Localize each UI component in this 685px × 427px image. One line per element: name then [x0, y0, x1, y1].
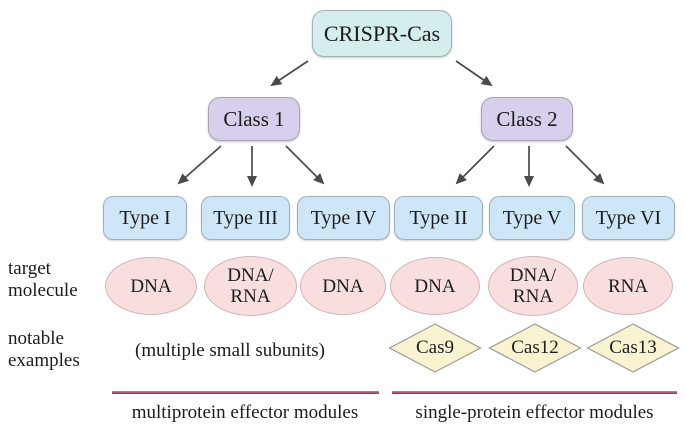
diamond-shape-icon	[388, 323, 482, 373]
diamond-cas12: Cas12	[488, 323, 582, 373]
arrow-class2-to-type6	[565, 145, 605, 185]
arrow-class1-to-type1	[177, 145, 222, 185]
node-class-1: Class 1	[208, 97, 300, 141]
node-type-ii: Type II	[394, 196, 483, 240]
diamond-cas13: Cas13	[586, 323, 680, 373]
underline-single-protein-group	[392, 391, 677, 394]
node-type-vi: Type VI	[582, 196, 675, 240]
node-type-iv-label: Type IV	[310, 206, 377, 229]
row-label-notable-examples: notable examples	[8, 328, 80, 371]
arrow-class1-to-type4	[285, 145, 325, 185]
group-label-multiprotein: multiprotein effector modules	[131, 402, 359, 423]
node-class-2-label: Class 2	[496, 106, 558, 131]
row-label-target-molecule: target molecule	[8, 258, 78, 301]
node-type-i-label: Type I	[119, 206, 171, 229]
ellipse-target-type-iv: DNA	[300, 257, 386, 315]
node-type-iii-label: Type III	[213, 206, 278, 229]
underline-multiprotein-group	[112, 391, 379, 394]
example-label-cas13: Cas13	[609, 337, 657, 358]
diamond-cas9: Cas9	[388, 323, 482, 373]
example-label-cas9: Cas9	[416, 337, 454, 358]
node-type-i: Type I	[103, 196, 187, 240]
node-type-ii-label: Type II	[409, 206, 468, 229]
node-crispr-cas: CRISPR-Cas	[312, 10, 452, 57]
ellipse-target-type-iii: DNA/ RNA	[204, 256, 297, 316]
node-class-1-label: Class 1	[223, 106, 285, 131]
example-label-cas12: Cas12	[511, 337, 559, 358]
arrow-class2-to-type2	[455, 145, 495, 185]
node-type-v-label: Type V	[502, 206, 562, 229]
note-multiple-small-subunits: (multiple small subunits)	[135, 340, 325, 361]
node-type-iii: Type III	[201, 196, 290, 240]
diamond-shape-icon	[488, 323, 582, 373]
node-type-vi-label: Type VI	[595, 206, 662, 229]
ellipse-target-type-vi: RNA	[583, 257, 673, 315]
node-type-iv: Type IV	[297, 196, 390, 240]
node-class-2: Class 2	[481, 97, 573, 141]
arrow-root-to-class2	[455, 60, 493, 87]
ellipse-target-type-ii: DNA	[390, 257, 480, 315]
ellipse-target-type-v: DNA/ RNA	[488, 256, 578, 316]
node-type-v: Type V	[489, 196, 575, 240]
diamond-shape-icon	[586, 323, 680, 373]
node-crispr-cas-label: CRISPR-Cas	[323, 20, 441, 46]
group-label-single-protein: single-protein effector modules	[415, 402, 654, 423]
ellipse-target-type-i: DNA	[105, 257, 197, 315]
arrow-root-to-class1	[270, 60, 309, 87]
